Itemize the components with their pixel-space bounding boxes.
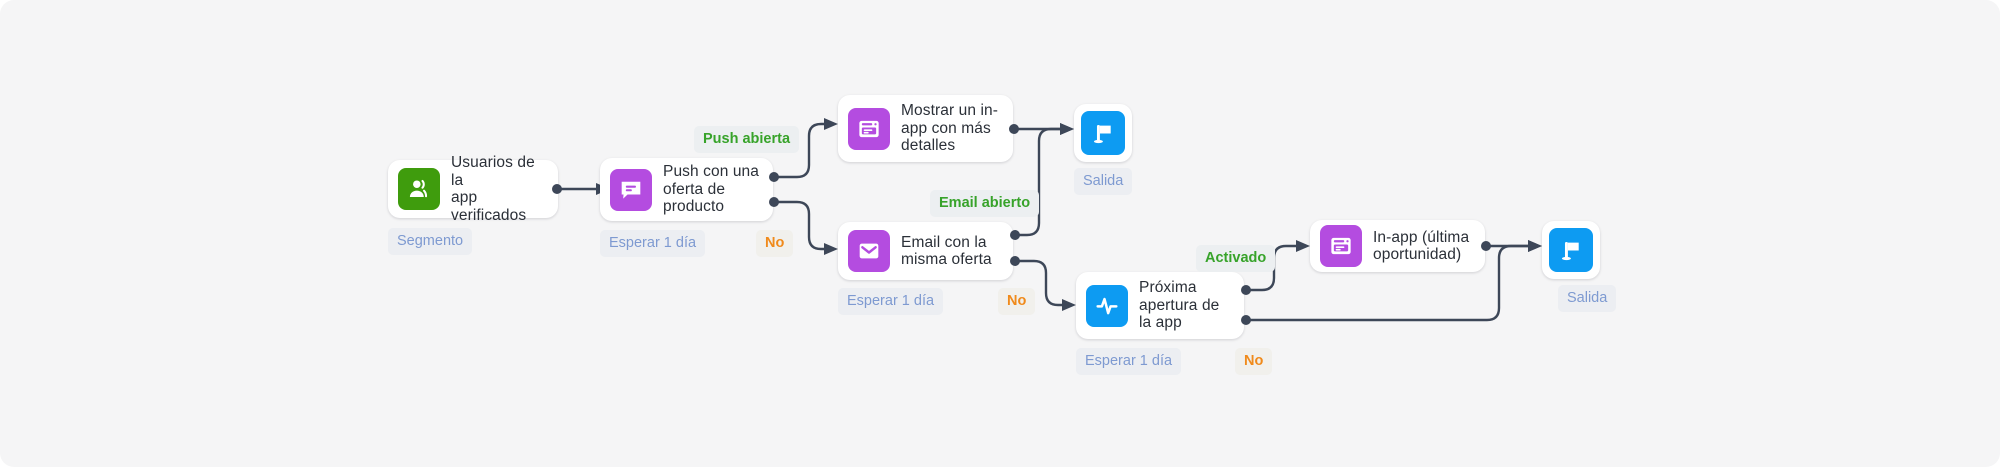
- node-segmento-title: Usuarios de la app verificados: [451, 154, 535, 224]
- envelope-icon: [848, 230, 890, 272]
- footer-appopen-wait: Esperar 1 día: [1076, 348, 1182, 375]
- node-app-open-title: Próxima apertura de la app: [1139, 279, 1220, 332]
- node-inapp-detalles[interactable]: Mostrar un in- app con más detalles: [838, 95, 1013, 162]
- node-email[interactable]: Email con la misma oferta: [838, 222, 1013, 280]
- node-inapp-ultima[interactable]: In-app (última oportunidad): [1310, 220, 1485, 272]
- port-push-out-bot: [769, 197, 779, 207]
- port-email-out-bot: [1010, 256, 1020, 266]
- in-app-window-icon: [1320, 225, 1362, 267]
- footer-exit-1: Salida: [1074, 168, 1133, 195]
- port-appopen-out-bot: [1241, 315, 1251, 325]
- footer-push-wait: Esperar 1 día: [600, 230, 706, 257]
- port-email-out-top: [1010, 230, 1020, 240]
- branch-label-push-abierta: Push abierta: [694, 126, 800, 153]
- footer-segmento: Segmento: [388, 228, 473, 255]
- port-push-out-top: [769, 172, 779, 182]
- activity-pulse-icon: [1086, 284, 1128, 327]
- port-appopen-out-top: [1241, 285, 1251, 295]
- edge-push-to-inapp1: [771, 118, 838, 179]
- branch-label-email-no: No: [998, 288, 1036, 315]
- branch-label-push-no: No: [756, 230, 794, 257]
- port-inapp2-out: [1481, 241, 1491, 251]
- node-segmento[interactable]: Usuarios de la app verificados: [388, 154, 558, 224]
- node-exit-2[interactable]: [1542, 221, 1600, 279]
- users-icon: [398, 168, 440, 210]
- node-app-open[interactable]: Próxima apertura de la app: [1076, 272, 1244, 339]
- branch-label-appopen-no: No: [1235, 348, 1273, 375]
- footer-exit-2: Salida: [1558, 285, 1617, 312]
- footer-email-wait: Esperar 1 día: [838, 288, 944, 315]
- node-email-title: Email con la misma oferta: [901, 233, 992, 269]
- port-segmento-out: [552, 184, 562, 194]
- branch-label-activado: Activado: [1196, 245, 1276, 272]
- edge-inapp2-to-exit2: [1483, 240, 1542, 252]
- exit-flag-icon: [1549, 228, 1593, 272]
- branch-label-email-abierto: Email abierto: [930, 190, 1040, 217]
- node-push[interactable]: Push con una oferta de producto: [600, 158, 773, 221]
- edge-push-to-email: [771, 200, 838, 255]
- port-inapp1-out: [1009, 124, 1019, 134]
- edge-email-to-appopen: [1012, 259, 1076, 311]
- node-exit-1[interactable]: [1074, 104, 1132, 162]
- edge-email-to-exit1: [1012, 123, 1074, 237]
- push-message-icon: [610, 168, 652, 211]
- node-inapp-ultima-title: In-app (última oportunidad): [1373, 228, 1470, 264]
- exit-flag-icon: [1081, 111, 1125, 155]
- node-push-title: Push con una oferta de producto: [663, 163, 759, 216]
- node-inapp-detalles-title: Mostrar un in- app con más detalles: [901, 102, 999, 155]
- in-app-window-icon: [848, 107, 890, 150]
